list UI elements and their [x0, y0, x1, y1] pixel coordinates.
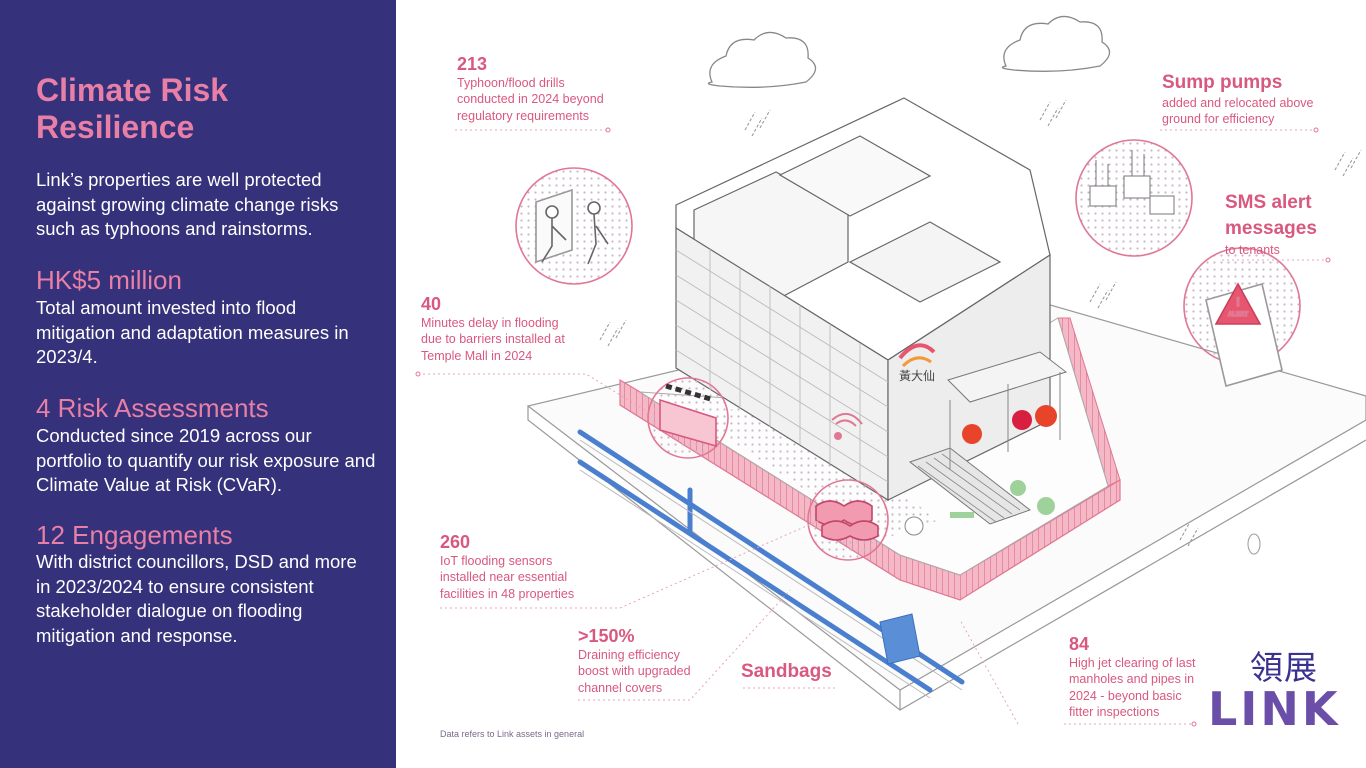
sandbags-magnifier	[807, 479, 889, 561]
mall-sign-text: 黃大仙	[899, 369, 935, 383]
callout-sensors: 260 IoT flooding sensors installed near …	[440, 532, 580, 602]
tree-icon	[1037, 497, 1055, 515]
callout-sensors-number: 260	[440, 532, 471, 552]
callout-draining: >150% Draining efficiency boost with upg…	[578, 626, 698, 696]
logo-english: LINK	[1208, 682, 1341, 736]
stat-heading-engagements: 12 Engagements	[36, 520, 233, 550]
building-illustration: 黃大仙	[415, 15, 1366, 727]
cloud-icon	[1001, 15, 1111, 72]
callout-draining-text: Draining efficiency boost with upgraded …	[578, 648, 691, 695]
mall-sign-icon: 黃大仙	[898, 343, 936, 383]
pump-magnifier	[1075, 139, 1193, 257]
callout-drills-number: 213	[457, 54, 488, 74]
alert-icon	[1214, 282, 1262, 325]
lantern-icon	[962, 424, 982, 444]
callout-drills: 213 Typhoon/flood drills conducted in 20…	[457, 54, 617, 124]
callout-pumps-text: added and relocated above ground for eff…	[1162, 96, 1314, 127]
link-logo: 領展 LINK	[1208, 648, 1338, 735]
lantern-icon	[1035, 405, 1057, 427]
callout-delay: 40 Minutes delay in flooding due to barr…	[421, 294, 571, 364]
callout-jet-number: 84	[1069, 634, 1090, 654]
intro-text: Link’s properties are well protected aga…	[36, 169, 339, 239]
callout-jet-text: High jet clearing of last manholes and p…	[1069, 656, 1196, 719]
callout-sms-text: to tenants	[1225, 243, 1280, 257]
callout-pumps-heading: Sump pumps	[1162, 72, 1283, 93]
stat-text-engagements: With district councillors, DSD and more …	[36, 551, 357, 646]
callout-sms: SMS alert messages to tenants	[1225, 190, 1335, 258]
callout-draining-number: >150%	[578, 626, 635, 646]
callout-delay-number: 40	[421, 294, 442, 314]
callout-sensors-text: IoT flooding sensors installed near esse…	[440, 554, 575, 601]
callout-jet: 84 High jet clearing of last manholes an…	[1069, 634, 1204, 720]
drill-magnifier	[515, 167, 633, 285]
callout-sandbags: Sandbags	[741, 660, 832, 684]
stat-heading-assessments: 4 Risk Assessments	[36, 393, 269, 423]
callout-pumps: Sump pumps added and relocated above gro…	[1162, 71, 1322, 128]
lantern-icon	[1012, 410, 1032, 430]
callout-drills-text: Typhoon/flood drills conducted in 2024 b…	[457, 76, 604, 123]
page-title: Climate Risk Resilience	[36, 72, 229, 145]
sensor-icon	[831, 413, 863, 440]
callout-sandbags-label: Sandbags	[741, 661, 832, 682]
stat-heading-investment: HK$5 million	[36, 265, 182, 295]
logo-chinese: 領展	[1250, 648, 1318, 687]
tree-icon	[1010, 480, 1026, 496]
stat-text-investment: Total amount invested into flood mitigat…	[36, 297, 349, 367]
sidebar-panel: Climate Risk Resilience Link’s propertie…	[0, 0, 396, 768]
callout-delay-text: Minutes delay in flooding due to barrier…	[421, 316, 565, 363]
stat-text-assessments: Conducted since 2019 across our portfoli…	[36, 425, 376, 495]
barrier-magnifier	[647, 377, 729, 459]
cloud-icon	[707, 31, 817, 88]
svg-text:!: !	[1236, 295, 1240, 309]
alert-text: ALERT	[1228, 312, 1248, 318]
footnote: Data refers to Link assets in general	[440, 729, 585, 739]
sms-magnifier: ALERT !	[1183, 247, 1301, 388]
callout-sms-heading: SMS alert messages	[1225, 192, 1317, 239]
